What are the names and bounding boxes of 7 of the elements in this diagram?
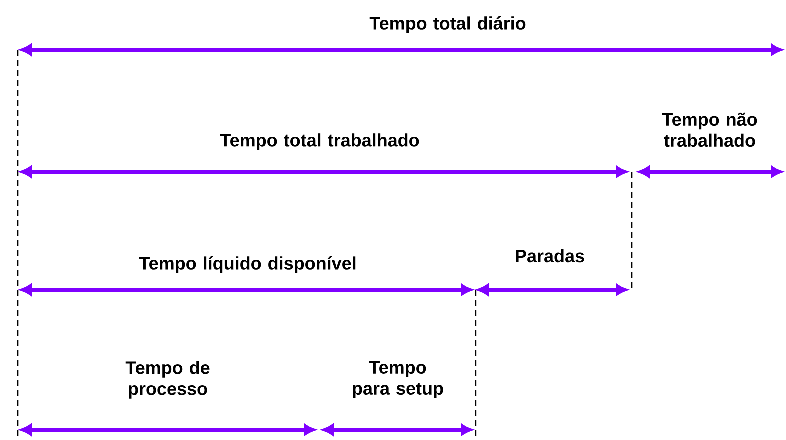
span-label: Tempo para setup: [353, 361, 444, 399]
span-label: Tempo de processo: [126, 361, 210, 399]
span-label: Paradas: [516, 249, 584, 263]
span-label: Tempo líquido disponível: [139, 256, 356, 274]
span-label: Tempo não trabalhado: [662, 112, 758, 148]
span-label: Tempo total diário: [370, 16, 526, 34]
span-label: Tempo total trabalhado: [220, 134, 420, 150]
